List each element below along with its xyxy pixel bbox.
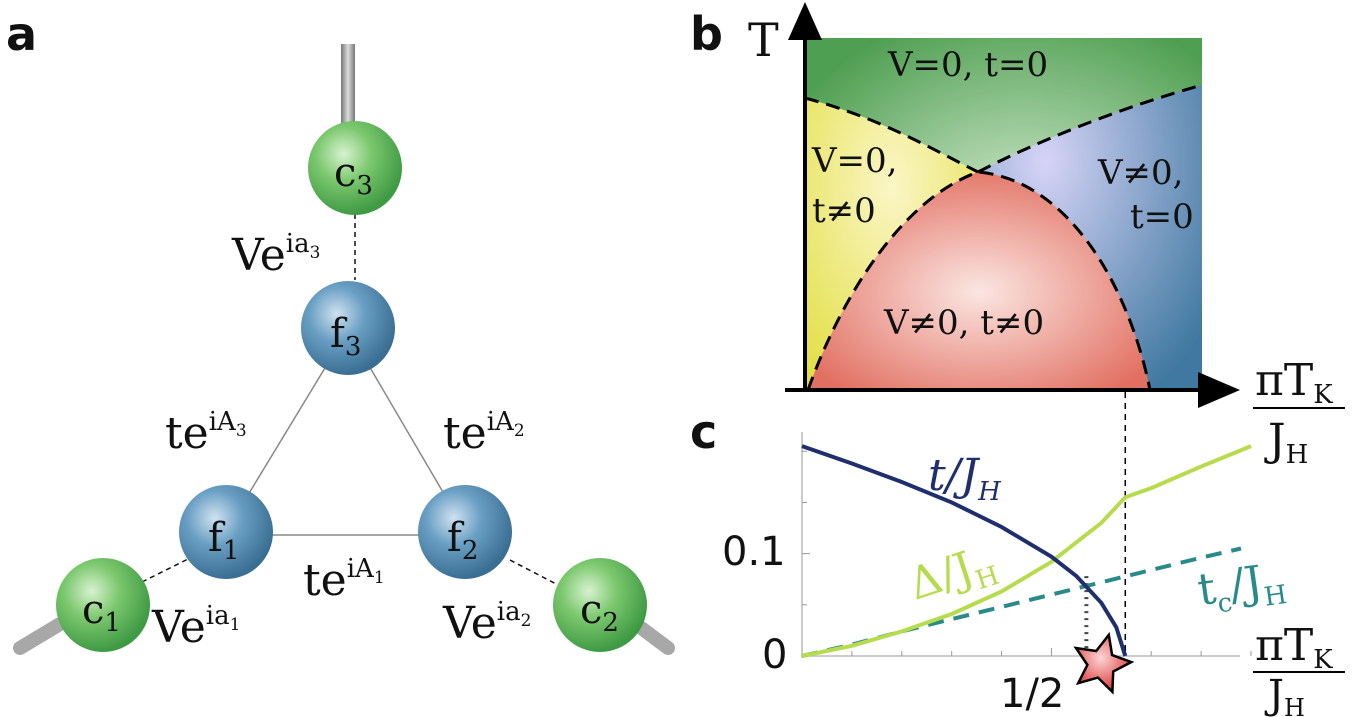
- svg-text:c3: c3: [334, 150, 373, 201]
- label-t-curve: t/JH: [928, 450, 1002, 507]
- label-v1: Veia1: [151, 601, 240, 653]
- panel-label-a: a: [6, 7, 37, 61]
- svg-text:c2: c2: [580, 587, 619, 638]
- svg-text:f3: f3: [330, 311, 361, 362]
- label-v2: Veia2: [442, 597, 531, 649]
- axis-ticks-c: [802, 450, 1252, 656]
- node-c1: c1: [56, 558, 150, 652]
- svg-text:f2: f2: [447, 515, 478, 566]
- boundary-upper-right: [977, 83, 1203, 174]
- region-yellow: [805, 98, 978, 390]
- x-tick-half: 1/2: [1000, 671, 1064, 717]
- label-delta-curve: Δ/JH: [903, 535, 1003, 616]
- panel-label-c: c: [690, 405, 717, 459]
- panel-c: c 0.1 0 1/2 t/JH Δ/JH tc/JH πTK JH: [690, 392, 1345, 717]
- label-t3: teiA3: [165, 407, 247, 459]
- panel-b: b T πTK JH V=0, t=0 V=0, t≠0 V≠0, t=0 V≠…: [690, 2, 1345, 470]
- boundary-upper-left: [804, 96, 979, 174]
- axis-x-arrow: [1198, 372, 1240, 408]
- label-right-region-2: t=0: [1130, 197, 1194, 237]
- svg-text:πTK: πTK: [1255, 620, 1333, 675]
- panel-label-b: b: [690, 7, 723, 61]
- node-f2: f2: [418, 485, 512, 579]
- svg-text:JH: JH: [1264, 672, 1305, 717]
- label-t1: teiA1: [303, 554, 385, 606]
- axis-x-label-c: πTK JH: [1253, 620, 1345, 717]
- label-left-region-1: V=0,: [811, 141, 897, 181]
- node-f3: f3: [301, 281, 395, 375]
- label-v3: Veia3: [231, 229, 320, 281]
- hyb-c1-f1: [141, 557, 191, 583]
- axis-t-arrow: [788, 2, 822, 40]
- panel-a: a c3 f3 f1 f2 c1: [6, 7, 675, 655]
- axis-x-label-b: πTK JH: [1253, 355, 1345, 470]
- star-icon: [1073, 631, 1135, 695]
- axis-t-label: T: [748, 13, 779, 67]
- label-t2: teiA2: [443, 407, 525, 459]
- lead-c3: [341, 44, 355, 144]
- label-tc-curve: tc/JH: [1194, 553, 1288, 622]
- series-line-delta: [801, 444, 1252, 658]
- node-f1: f1: [179, 485, 273, 579]
- region-red: [808, 172, 1150, 390]
- y-tick-0: 0: [762, 632, 787, 678]
- svg-text:c1: c1: [82, 587, 121, 638]
- y-tick-0.1: 0.1: [722, 529, 786, 575]
- svg-text:JH: JH: [1264, 415, 1308, 470]
- hyb-c2-f2: [509, 559, 561, 587]
- node-c2: c2: [553, 558, 647, 652]
- boundary-dome: [806, 170, 1152, 391]
- region-blue: [978, 85, 1202, 390]
- label-center-region: V≠0, t≠0: [883, 303, 1044, 343]
- svg-text:πTK: πTK: [1255, 355, 1333, 410]
- series-line-t: [801, 444, 1128, 657]
- label-left-region-2: t≠0: [812, 191, 876, 231]
- node-c3: c3: [308, 121, 402, 215]
- label-top-region: V=0, t=0: [887, 45, 1048, 85]
- label-right-region-1: V≠0,: [1097, 153, 1183, 193]
- svg-text:f1: f1: [208, 515, 239, 566]
